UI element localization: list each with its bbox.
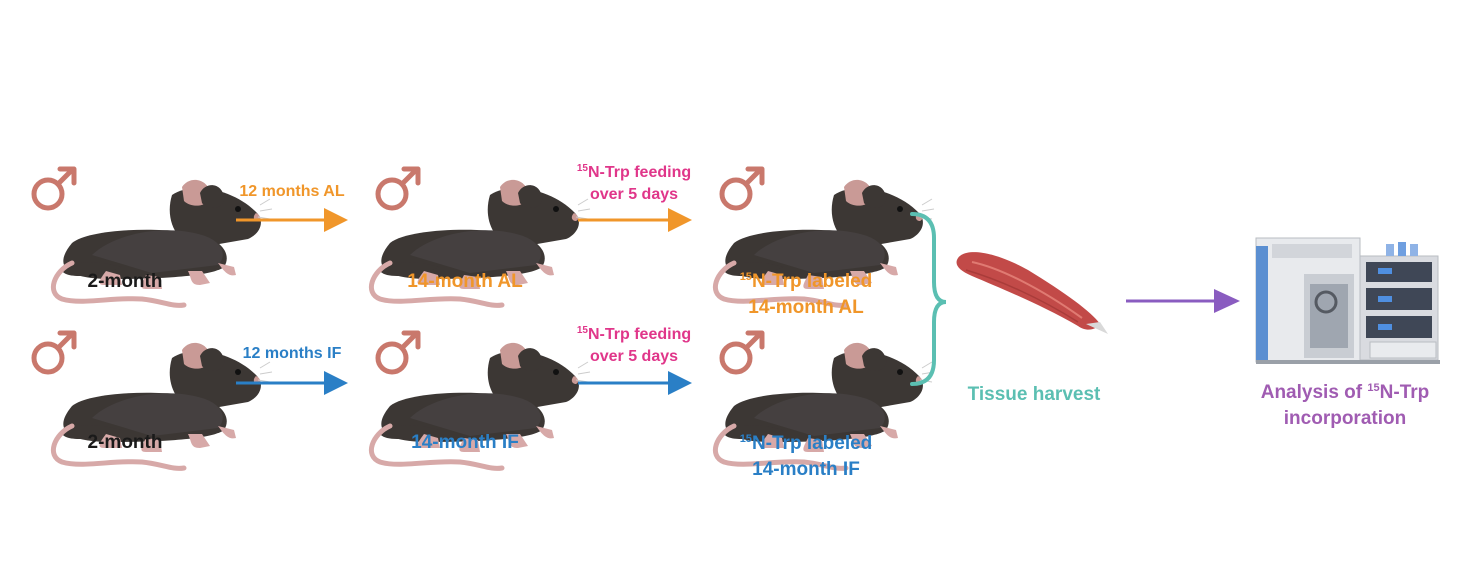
- mid-label-top: 14-month AL: [407, 271, 523, 292]
- male-symbol-icon: [722, 333, 762, 372]
- male-symbol-icon: [34, 333, 74, 372]
- feeding-label-top-line2: over 5 days: [590, 186, 678, 203]
- feeding-label-bottom-line2: over 5 days: [590, 348, 678, 365]
- grouping-brace: [910, 212, 947, 386]
- male-symbol-icon: [34, 169, 74, 208]
- mid-label-bottom: 14-month IF: [411, 432, 519, 453]
- tissue-harvest-label: Tissue harvest: [968, 384, 1101, 405]
- end-label-top-line1: 15N-Trp labeled: [740, 271, 873, 292]
- muscle-tissue-icon: [956, 252, 1108, 334]
- feeding-label-top-line1: 15N-Trp feeding: [577, 163, 691, 181]
- end-label-top-line2: 14-month AL: [748, 297, 864, 318]
- mass-spectrometer-icon: [1255, 237, 1440, 364]
- arrow-al-head: [324, 208, 348, 232]
- end-label-bottom-line1: 15N-Trp labeled: [740, 433, 873, 454]
- end-label-bottom-line2: 14-month IF: [752, 459, 860, 480]
- arrow-label-if: 12 months IF: [243, 345, 342, 362]
- analysis-label-line1: Analysis of 15N-Trp: [1261, 382, 1430, 403]
- mouse-icon: [53, 343, 272, 469]
- start-label-top: 2-month: [88, 271, 163, 292]
- arrow-label-al: 12 months AL: [239, 183, 344, 200]
- male-symbol-icon: [722, 169, 762, 208]
- male-symbol-icon: [378, 169, 418, 208]
- feeding-label-bottom-line1: 15N-Trp feeding: [577, 325, 691, 343]
- start-label-bottom: 2-month: [88, 432, 163, 453]
- arrow-feeding-bottom-head: [668, 371, 692, 395]
- arrow-feeding-top-head: [668, 208, 692, 232]
- analysis-label-line2: incorporation: [1284, 408, 1406, 429]
- male-symbol-icon: [378, 333, 418, 372]
- arrow-analysis-head: [1214, 289, 1240, 313]
- arrow-if-head: [324, 371, 348, 395]
